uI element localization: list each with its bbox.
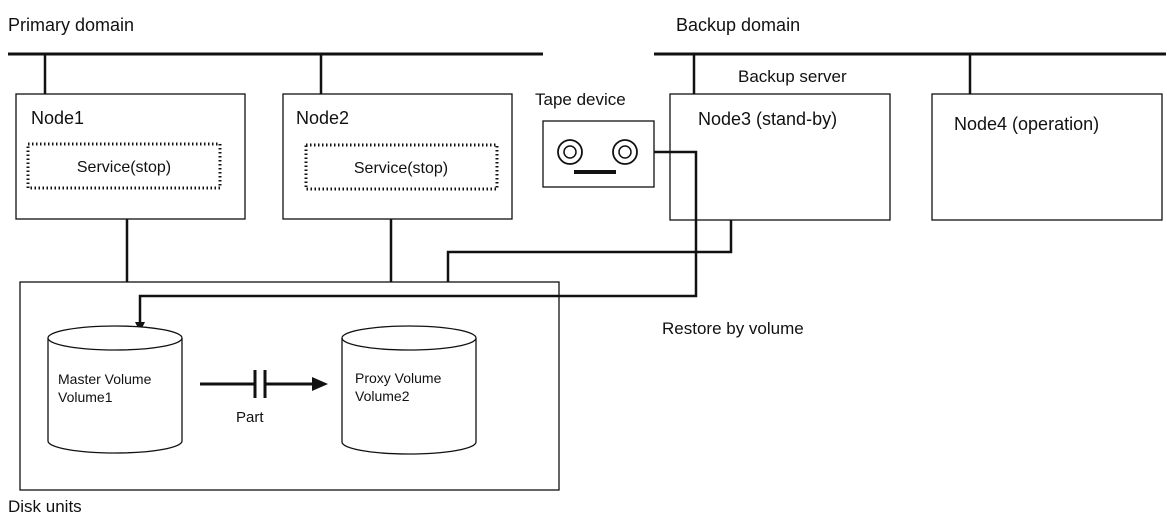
node2-title: Node2 <box>296 108 349 128</box>
proxy-volume-label: Proxy Volume <box>355 370 442 386</box>
restore-by-volume-label: Restore by volume <box>662 319 804 338</box>
proxy-volume-cylinder: Proxy Volume Volume2 <box>341 325 477 455</box>
node4-title: Node4 (operation) <box>954 114 1099 134</box>
backup-server-label: Backup server <box>738 67 847 86</box>
node1-service-box <box>26 142 222 190</box>
node1-title: Node1 <box>31 108 84 128</box>
node3-title: Node3 (stand-by) <box>698 109 837 129</box>
node2-service-label: Service(stop) <box>354 160 448 177</box>
proxy-volume-name: Volume2 <box>355 388 410 404</box>
master-volume-name: Volume1 <box>58 389 113 405</box>
node2-box: Node2 Service(stop) <box>282 93 513 220</box>
tape-reel-right-icon <box>612 139 638 165</box>
part-label: Part <box>236 409 264 426</box>
master-volume-cylinder: Master Volume Volume1 <box>47 325 183 454</box>
node1-box: Node1 Service(stop) <box>15 93 246 220</box>
tape-device-label: Tape device <box>535 90 626 109</box>
node3-box: Node3 (stand-by) <box>669 93 891 221</box>
node3-disk-link <box>446 220 733 282</box>
restore-path-arrow <box>135 150 698 332</box>
tape-device <box>542 120 655 188</box>
primary-domain-label: Primary domain <box>8 15 134 35</box>
node1-service-label: Service(stop) <box>77 159 171 176</box>
node4-box: Node4 (operation) <box>931 93 1163 221</box>
backup-domain-label: Backup domain <box>676 15 800 35</box>
node2-service-box <box>304 143 499 191</box>
master-volume-label: Master Volume <box>58 371 152 387</box>
disk-units-label: Disk units <box>8 497 82 516</box>
part-relation-arrow <box>200 370 328 398</box>
tape-reel-left-icon <box>557 139 583 165</box>
